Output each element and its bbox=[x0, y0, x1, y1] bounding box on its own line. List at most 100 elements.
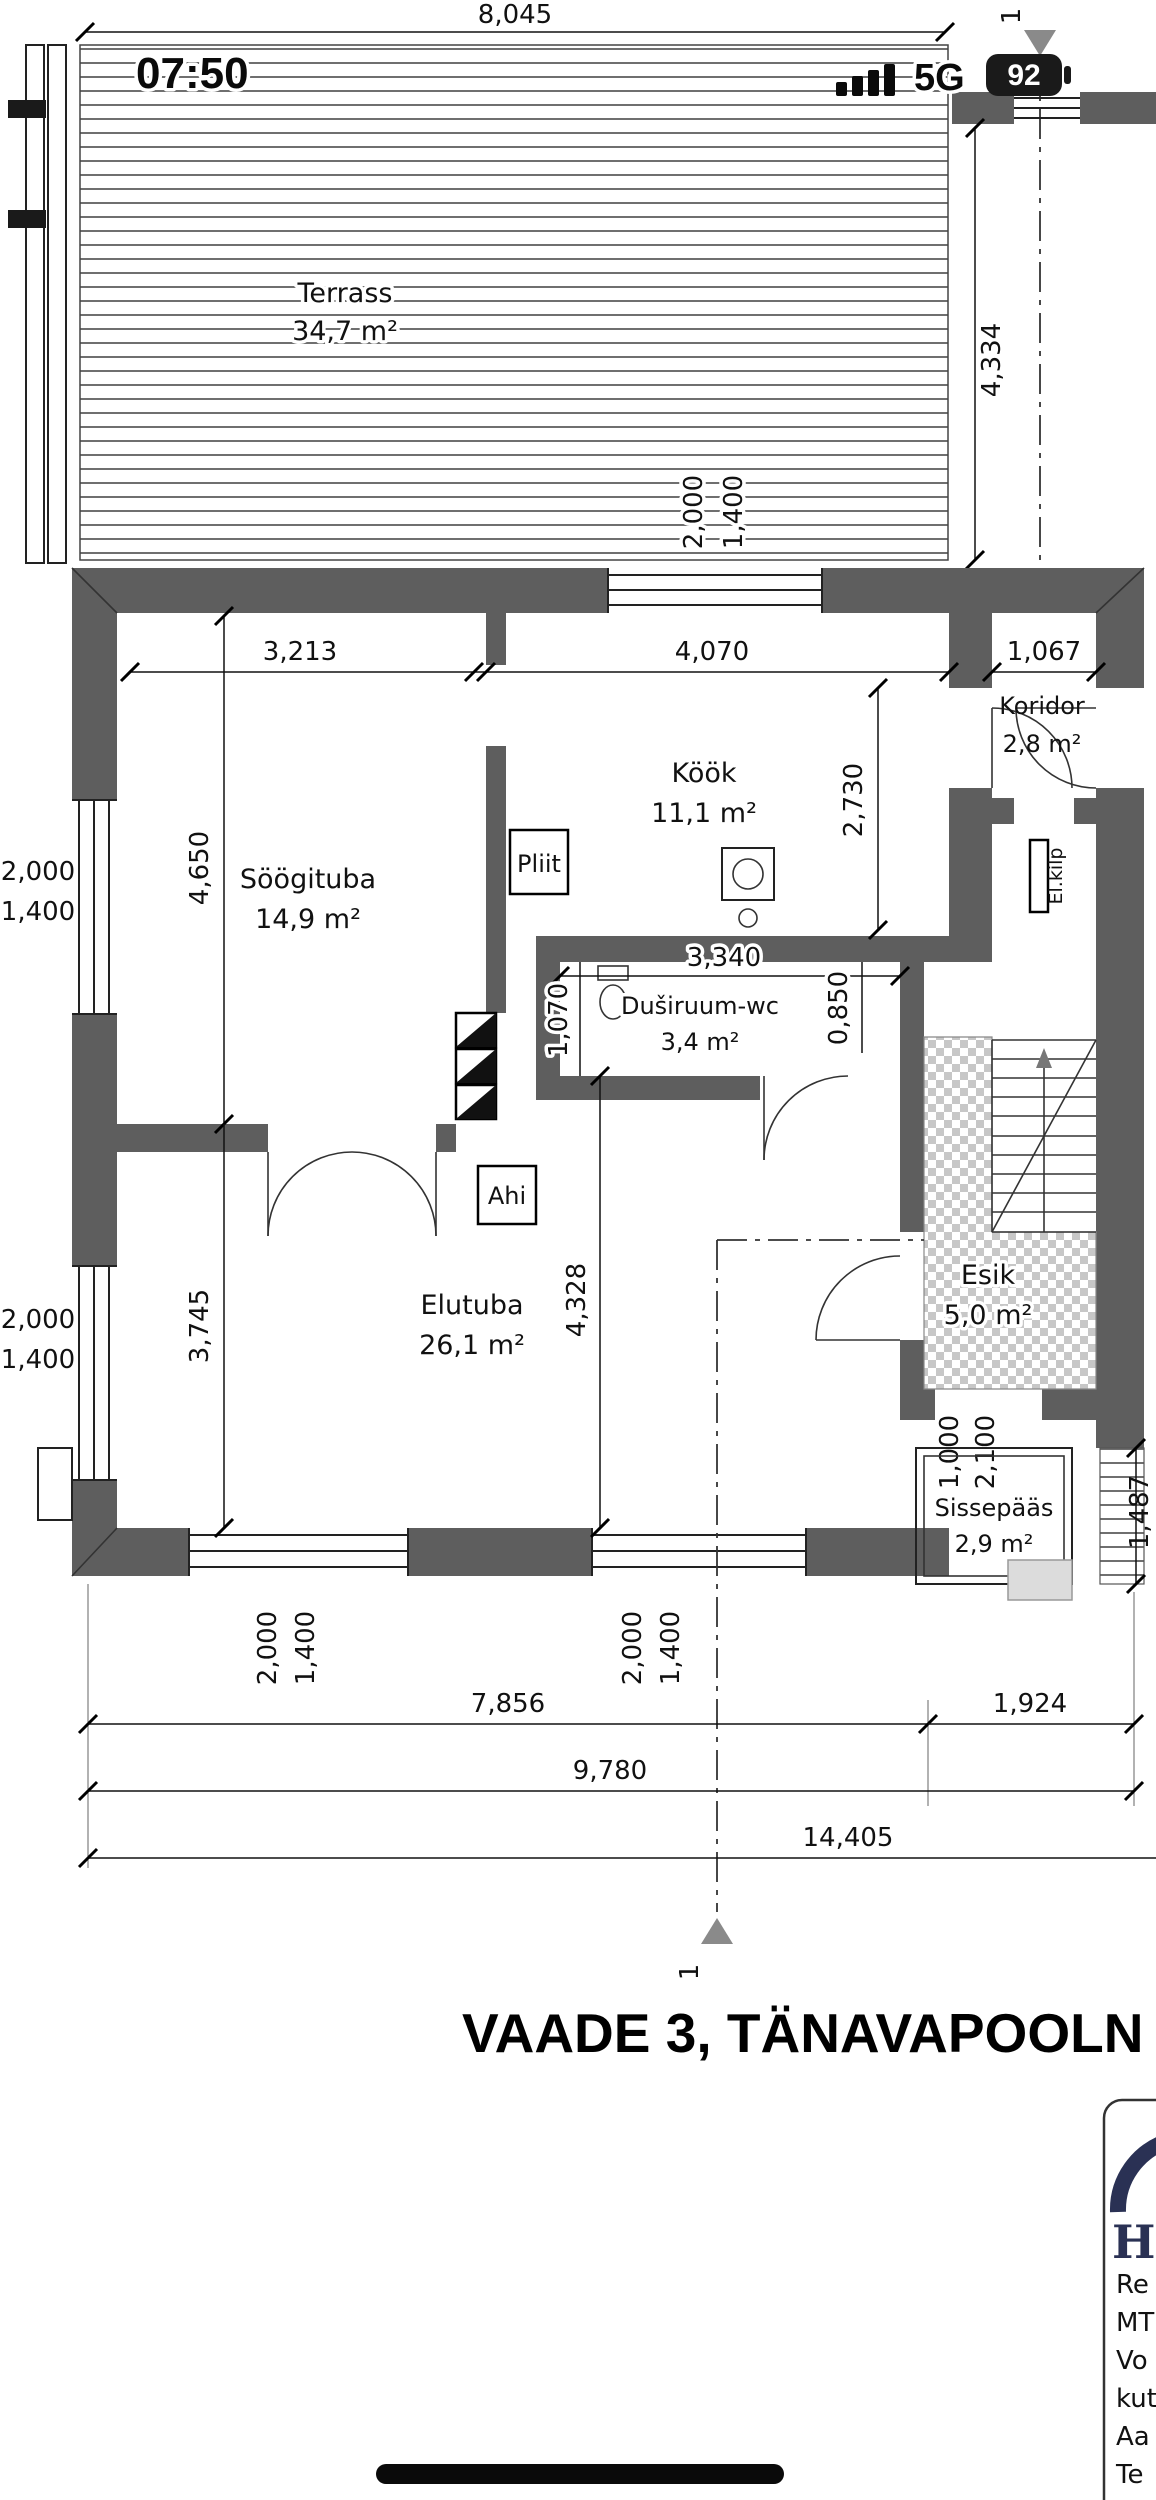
electrical-panel-label: El.kilp bbox=[1045, 848, 1067, 905]
room-area-soogituba: 14,9 m² bbox=[255, 904, 361, 935]
dim-text-7856: 7,856 bbox=[471, 1689, 545, 1719]
home-indicator[interactable] bbox=[376, 2464, 784, 2484]
dim-text-4070: 4,070 bbox=[675, 637, 749, 667]
room-label-koridor: Koridor bbox=[999, 692, 1085, 720]
vendor-line-4: kut bbox=[1116, 2384, 1156, 2414]
room-area-kook: 11,1 m² bbox=[651, 798, 757, 829]
vendor-line-7: E bbox=[1116, 2496, 1132, 2500]
stair-direction-arrow bbox=[1036, 1048, 1052, 1068]
dim-window-top-h: 1,400 bbox=[719, 475, 749, 549]
window-left-upper bbox=[72, 799, 117, 1015]
dim-text-1070: 1,070 bbox=[544, 983, 574, 1057]
dim-text-14405: 14,405 bbox=[803, 1823, 894, 1853]
dim-window-left1-w: 2,000 bbox=[1, 857, 75, 887]
stairs bbox=[991, 1039, 1097, 1233]
exterior-walls bbox=[71, 567, 1145, 1577]
section-label-top: 1 bbox=[997, 8, 1027, 25]
dim-window-b2-h: 1,400 bbox=[656, 1611, 686, 1685]
dim-window-top-w: 2,000 bbox=[679, 475, 709, 549]
dim-dining-depth: 4,650 3,745 bbox=[185, 605, 235, 1539]
section-line-bottom: 1 bbox=[675, 1239, 924, 1981]
room-area-elutuba: 26,1 m² bbox=[419, 1330, 525, 1361]
exterior-step-left bbox=[37, 1447, 73, 1521]
esik-floor bbox=[923, 1036, 1097, 1390]
dim-kitchen-depth: 2,730 bbox=[839, 677, 889, 941]
room-label-terrass: Terrass bbox=[297, 278, 393, 309]
dim-window-b2-w: 2,000 bbox=[618, 1611, 648, 1685]
stove: Pliit bbox=[508, 828, 570, 896]
dim-terrace-width: 8,045 bbox=[74, 0, 956, 43]
left-edge-mark bbox=[8, 100, 46, 118]
room-area-koridor: 2,8 m² bbox=[1003, 730, 1082, 758]
room-area-sissepaas: 2,9 m² bbox=[955, 1530, 1034, 1558]
status-bar: 07:50 5G 92 bbox=[133, 46, 1071, 103]
electrical-panel: El.kilp bbox=[1028, 838, 1067, 914]
dim-text-1000: 1,000 bbox=[935, 1415, 965, 1489]
room-area-terrass: 34,7 m² bbox=[292, 316, 398, 347]
status-time: 07:50 bbox=[136, 49, 249, 98]
room-area-esik: 5,0 m² bbox=[944, 1300, 1033, 1331]
dim-text-0850: 0,850 bbox=[824, 971, 854, 1045]
room-label-kook: Köök bbox=[671, 758, 736, 789]
dim-text-1924: 1,924 bbox=[993, 1689, 1067, 1719]
room-label-elutuba: Elutuba bbox=[420, 1290, 523, 1321]
chimney-block bbox=[454, 1011, 498, 1121]
dim-entry-door: 1,000 2,100 bbox=[935, 1415, 1001, 1489]
signal-strength-icon bbox=[836, 64, 895, 96]
vendor-line-1: Re bbox=[1116, 2270, 1149, 2300]
vendor-logo-swoosh bbox=[1109, 2137, 1156, 2213]
vendor-line-6: Te bbox=[1115, 2460, 1143, 2490]
dim-text-2730: 2,730 bbox=[839, 763, 869, 837]
kitchen-sink bbox=[721, 847, 775, 928]
section-arrow-bottom bbox=[701, 1918, 733, 1944]
section-arrow-top bbox=[1024, 30, 1056, 56]
bottom-dimension-chains: 7,856 1,924 9,780 14,405 bbox=[77, 1584, 1156, 1869]
vendor-card: H Re MT Vo kut Aa Te E bbox=[1102, 2098, 1156, 2500]
room-label-dusiruum: Duširuum-wc bbox=[621, 992, 779, 1020]
vendor-logo-letter: H bbox=[1112, 2215, 1155, 2269]
room-area-dusiruum: 3,4 m² bbox=[661, 1028, 740, 1056]
dim-shower: 3,340 1,070 0,850 bbox=[541, 940, 911, 1076]
room-label-esik: Esik bbox=[961, 1260, 1016, 1291]
dim-window-left1-h: 1,400 bbox=[1, 897, 75, 927]
window-left-lower bbox=[72, 1265, 117, 1481]
vendor-line-5: Aa bbox=[1116, 2422, 1150, 2452]
dim-living-mid: 4,328 bbox=[562, 1065, 611, 1539]
oven-label: Ahi bbox=[488, 1182, 526, 1210]
battery-icon: 92 bbox=[986, 54, 1071, 96]
window-bottom-left bbox=[188, 1528, 409, 1576]
window-top bbox=[607, 568, 823, 613]
battery-percent: 92 bbox=[1007, 59, 1040, 92]
room-label-sissepaas: Sissepääs bbox=[935, 1494, 1054, 1522]
terrace-edge-strip bbox=[47, 44, 67, 564]
section-label-bottom: 1 bbox=[675, 1964, 705, 1981]
vendor-line-3: Vo bbox=[1116, 2346, 1148, 2376]
status-network: 5G bbox=[914, 57, 965, 99]
dim-text-4334: 4,334 bbox=[977, 323, 1007, 397]
dim-text-4328: 4,328 bbox=[562, 1263, 592, 1337]
room-label-soogituba: Söögituba bbox=[240, 864, 376, 895]
dim-text-8045: 8,045 bbox=[478, 0, 552, 30]
window-size-labels: 2,000 1,400 2,000 1,400 2,000 1,400 2,00… bbox=[1, 471, 753, 1685]
doors bbox=[267, 707, 1097, 1341]
drawing-title: VAADE 3, TÄNAVAPOOLN bbox=[462, 2002, 1143, 2064]
dim-text-2100: 2,100 bbox=[971, 1415, 1001, 1489]
dim-text-1067: 1,067 bbox=[1007, 637, 1081, 667]
left-edge-mark bbox=[8, 210, 46, 228]
terrace-deck: Terrass 34,7 m² bbox=[8, 44, 949, 564]
interior-walls bbox=[117, 613, 1096, 1420]
terrace-edge-strip bbox=[25, 44, 45, 564]
stove-label: Pliit bbox=[517, 850, 561, 878]
dim-window-left2-w: 2,000 bbox=[1, 1305, 75, 1335]
dim-text-9780: 9,780 bbox=[573, 1756, 647, 1786]
toilet bbox=[597, 965, 629, 1020]
entrance-porch: Sissepääs 2,9 m² 1,487 bbox=[37, 1437, 1155, 1601]
dim-text-1487: 1,487 bbox=[1125, 1475, 1155, 1549]
oven: Ahi bbox=[476, 1164, 538, 1226]
dim-text-3213: 3,213 bbox=[263, 637, 337, 667]
dim-window-b1-h: 1,400 bbox=[291, 1611, 321, 1685]
window-bottom-mid bbox=[591, 1528, 807, 1576]
dim-window-left2-h: 1,400 bbox=[1, 1345, 75, 1375]
